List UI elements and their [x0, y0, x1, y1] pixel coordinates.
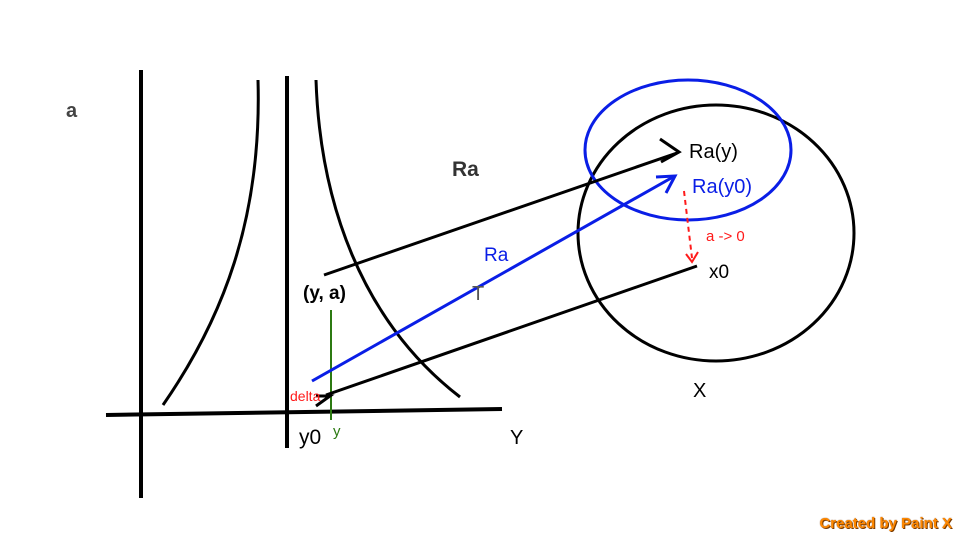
blue-arrowhead [655, 174, 678, 194]
arrowhead-ra-y [659, 137, 682, 164]
y-axis-label: Y [510, 427, 524, 449]
ra-y-label: Ra(y) [689, 141, 738, 163]
ya-point-label: (y, a) [303, 283, 346, 304]
watermark-text: Created by Paint X [819, 515, 952, 532]
x-set-label: X [693, 380, 707, 402]
x0-label: x0 [709, 262, 730, 283]
ra-blue-label: Ra [484, 245, 509, 266]
red-dashed-arrow [683, 190, 693, 259]
arrow-to-ra-y [323, 151, 678, 277]
ra-y0-label: Ra(y0) [692, 176, 753, 198]
a-limit-label: a -> 0 [706, 228, 745, 245]
right-curve [314, 79, 461, 399]
blue-arrow [311, 175, 674, 383]
set-x-circle [576, 103, 856, 363]
red-arrowhead [685, 251, 699, 264]
blue-circle [583, 78, 793, 222]
arrowhead-x0-bottom [315, 394, 335, 408]
ra-top-label: Ra [452, 158, 479, 181]
a-axis-label: a [66, 100, 78, 122]
arrow-to-x0 [325, 264, 698, 397]
y-axis-line [105, 407, 503, 417]
t-label: T [472, 283, 485, 305]
y0-label: y0 [299, 426, 322, 449]
left-curve [161, 79, 260, 406]
delta-label: delta [290, 388, 321, 404]
y-label: y [333, 423, 341, 440]
